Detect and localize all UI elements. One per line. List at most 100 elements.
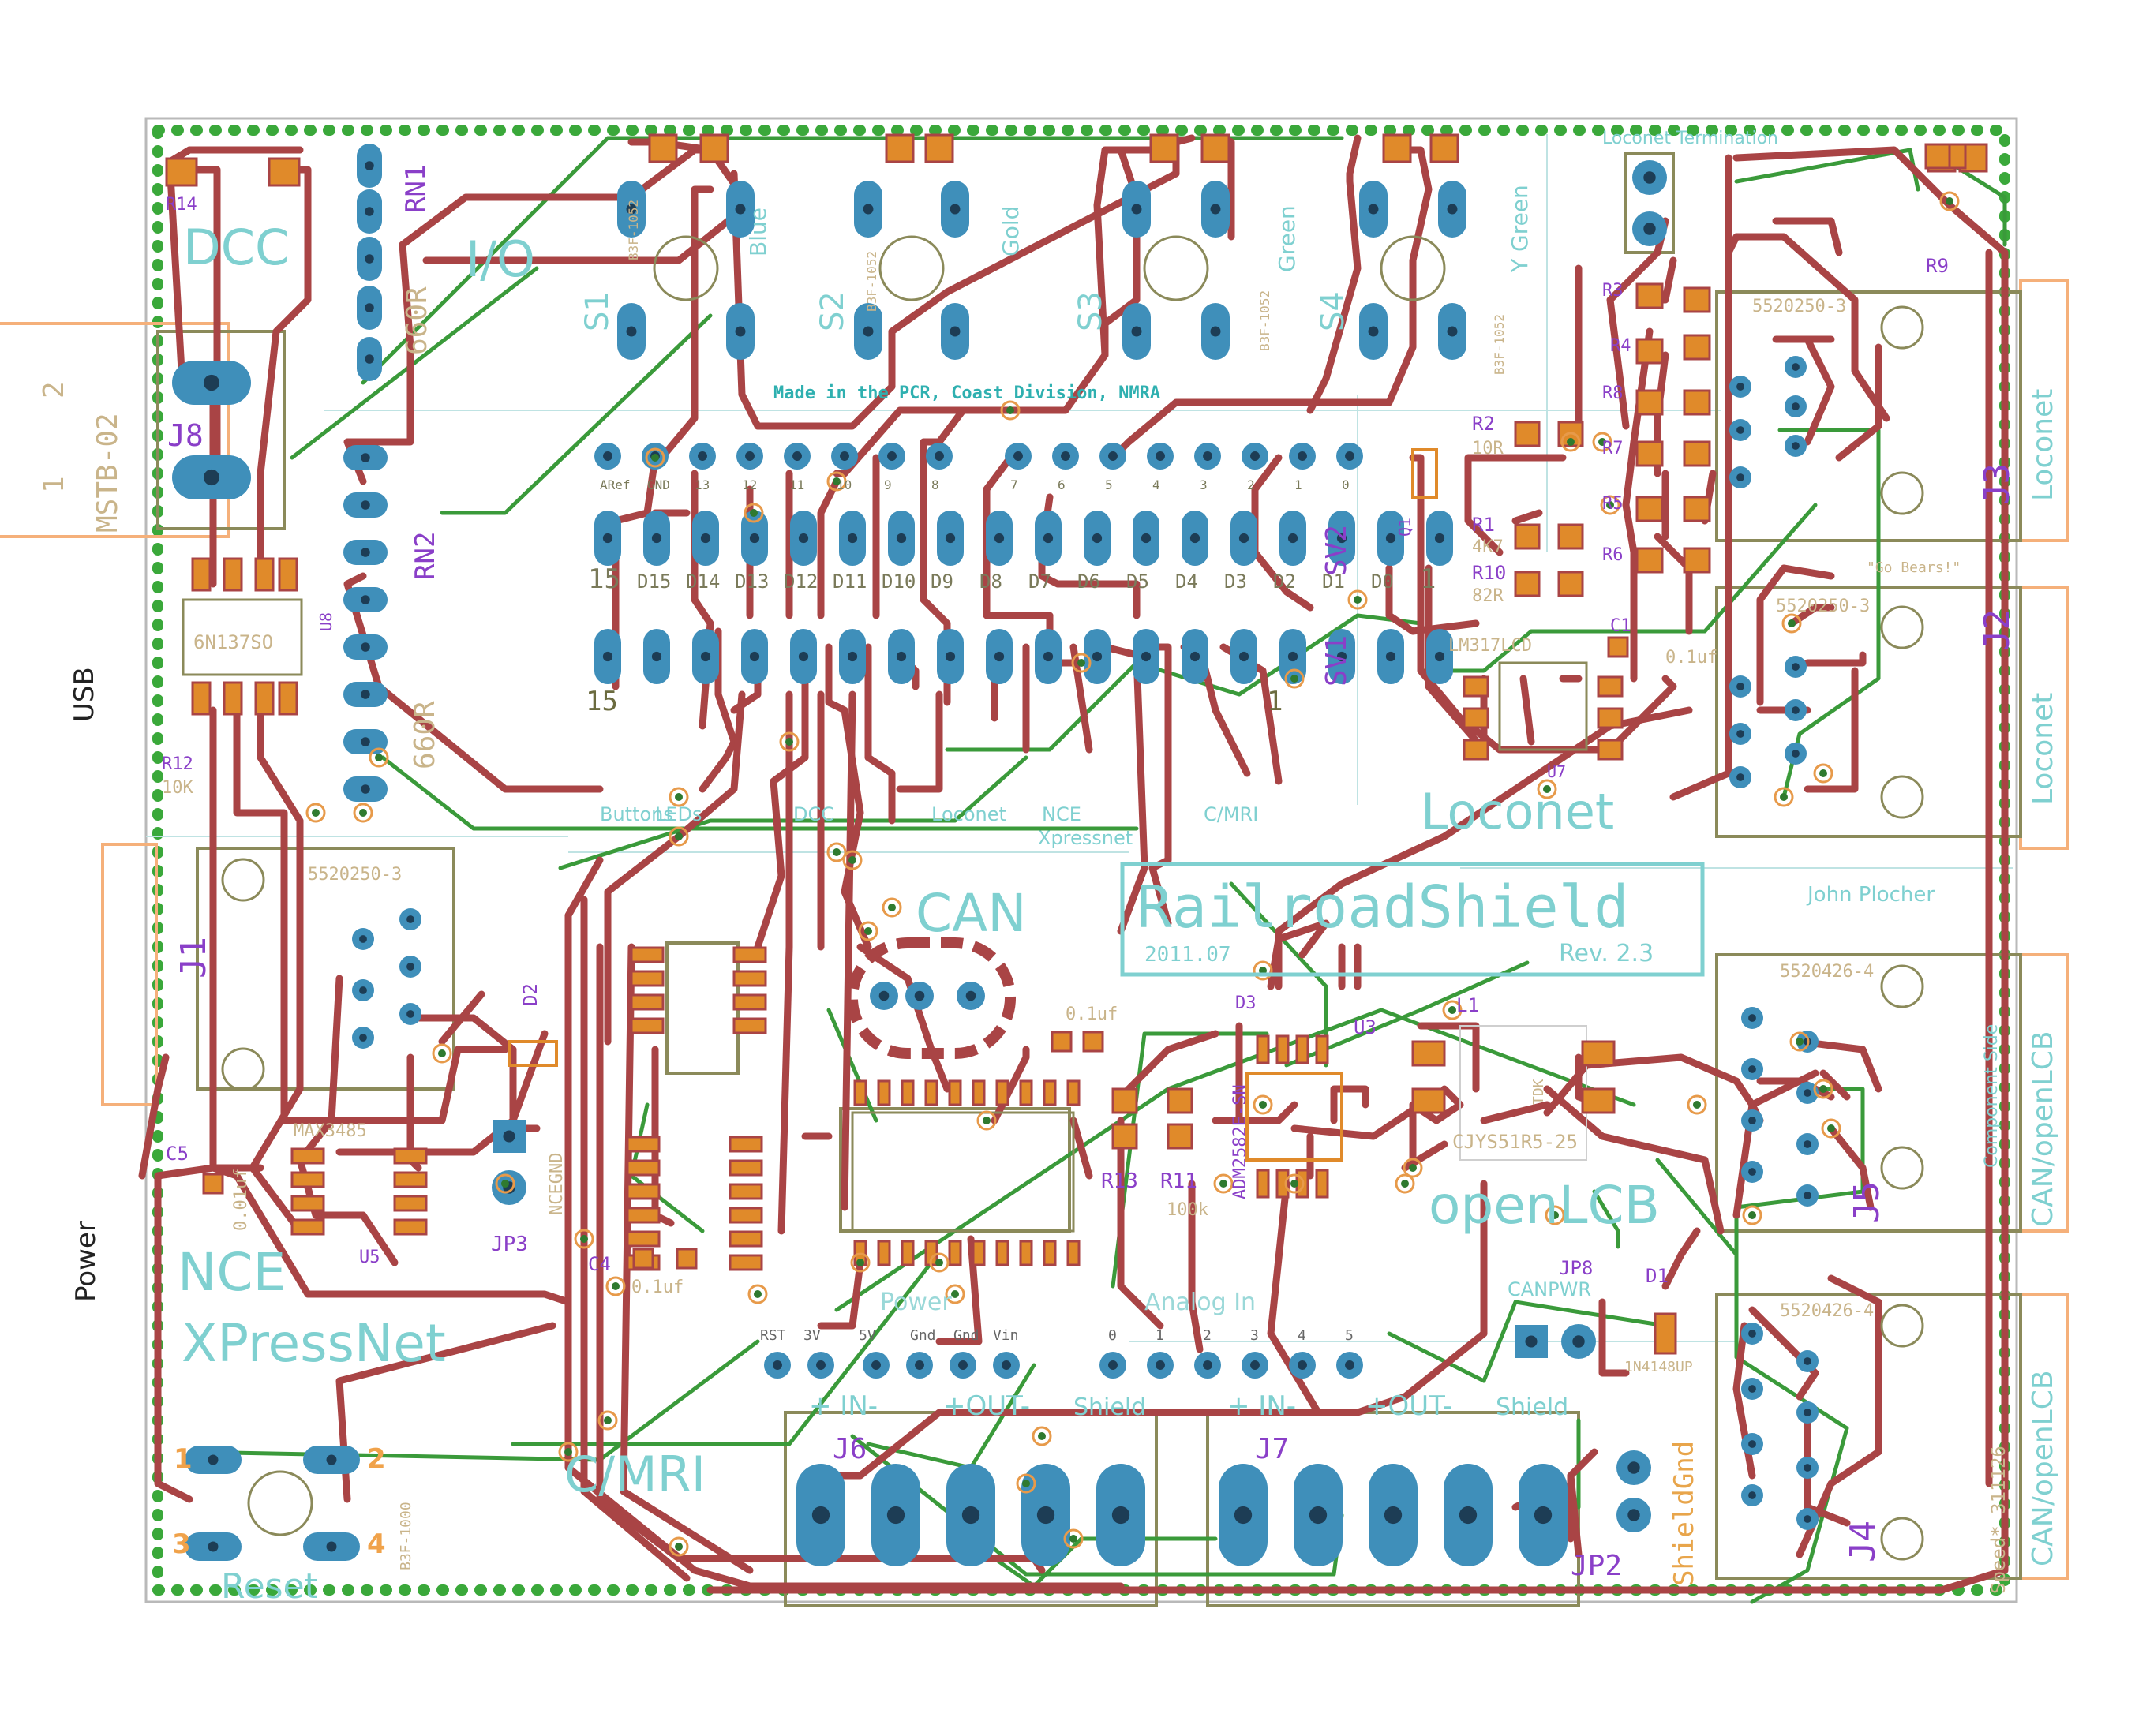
j3-pad-hole (1736, 426, 1744, 434)
j1-pad-hole (359, 1034, 367, 1042)
via (1789, 1031, 1810, 1052)
sv2-top-pad-hole (1061, 451, 1070, 461)
via (669, 1536, 689, 1557)
c4-name: C4 (588, 1253, 611, 1275)
j5-pad-hole (1804, 1192, 1811, 1199)
header-group-label: LEDs (655, 803, 702, 825)
mount-hole (1880, 605, 1924, 649)
reset-pad-hole (208, 1541, 219, 1552)
adm-pad (1256, 1034, 1270, 1064)
sv2-top-label: 7 (1010, 477, 1018, 492)
adm-pad (1275, 1169, 1290, 1199)
c1-pad (1607, 636, 1629, 658)
sv2-bottom-label: 1 (1420, 563, 1436, 595)
u8-name: U8 (317, 612, 335, 631)
mcp-pad (1066, 1240, 1081, 1266)
sv1-pad-hole (1336, 651, 1347, 662)
via (597, 1410, 618, 1431)
u5-part: MAX3485 (294, 1121, 367, 1141)
switch-pad-hole (950, 326, 961, 337)
header-group-label: NCE (1042, 803, 1081, 825)
sv1-pad-hole (700, 651, 711, 662)
sv2-top-label: 11 (789, 477, 804, 492)
resistor-pad (1149, 133, 1179, 163)
loconet-termination-label: Loconet Termination (1602, 129, 1778, 148)
pad-layer (172, 144, 1924, 1566)
reset-pad-hole (208, 1454, 219, 1465)
sv2-pad-hole (1238, 533, 1249, 544)
via-drill (1788, 619, 1796, 627)
j4-pad-hole (1748, 1440, 1756, 1448)
via (826, 842, 847, 862)
sv1-pad-hole (896, 651, 907, 662)
u2-pad (732, 970, 767, 987)
via (1032, 1426, 1052, 1446)
u4-pad (626, 1207, 661, 1224)
rn1-pad-hole (365, 161, 374, 170)
via (1071, 653, 1092, 673)
via (574, 1229, 594, 1249)
via-drill (675, 793, 683, 801)
l1-pad (1581, 1040, 1616, 1067)
d1-pad (1654, 1312, 1677, 1355)
bottom-traces (187, 136, 2007, 1604)
u8-pad (191, 557, 212, 592)
reset-pad-hole (326, 1541, 337, 1552)
top-traces (138, 134, 2009, 1594)
power-pad-hole (871, 1360, 881, 1370)
power-label: Power (70, 1221, 102, 1302)
r-chain-pad (1683, 389, 1711, 416)
rn1-pad-hole (365, 254, 374, 264)
crystal-pad-hole (914, 990, 925, 1001)
adm-body (1245, 1072, 1343, 1162)
via-drill (1543, 785, 1551, 793)
power-pin-label: RST (760, 1327, 786, 1344)
sv2-top-label: 8 (931, 477, 939, 492)
analog-pin-label: 3 (1250, 1327, 1259, 1344)
u8-pad (278, 557, 298, 592)
via-drill (864, 927, 872, 935)
sv1-pad-hole (749, 651, 760, 662)
analog-pad-hole (1345, 1360, 1354, 1370)
r11-name: R11 (1160, 1169, 1197, 1193)
analog-pad-hole (1250, 1360, 1260, 1370)
sv2-bottom-label: D13 (735, 571, 769, 593)
u8-pad (191, 681, 212, 716)
s4-color: Y Green (1507, 185, 1533, 273)
mcp-pad (901, 1240, 915, 1266)
via-drill (1780, 793, 1788, 801)
j6-in-label: + IN- (809, 1390, 878, 1422)
mcp-pad (901, 1079, 915, 1106)
j1-mount (221, 1047, 265, 1091)
power-pad-hole (915, 1360, 924, 1370)
sv2-pad-hole (945, 533, 956, 544)
via (1821, 1118, 1841, 1139)
j1-name: J1 (174, 937, 214, 978)
mount-hole (1880, 1304, 1924, 1348)
mount-hole (1880, 964, 1924, 1008)
power-pin-label: 3V (803, 1327, 821, 1344)
r13-name: R13 (1101, 1169, 1138, 1193)
via-drill (848, 856, 856, 864)
via-drill (1219, 1180, 1227, 1188)
s1-part: B3F-1052 (626, 200, 641, 260)
mcp-pad (948, 1240, 962, 1266)
j5-part: 5520426-4 (1780, 962, 1874, 982)
j2-pad-hole (1792, 663, 1800, 671)
via (369, 747, 389, 768)
u2-pad (630, 993, 665, 1011)
board-revision: Rev. 2.3 (1559, 940, 1654, 967)
j2-pad-hole (1736, 683, 1744, 690)
sv2-bottom-label: 15 (588, 563, 620, 595)
d3-name: D3 (1235, 993, 1257, 1013)
j5-name: J5 (1847, 1181, 1887, 1223)
j3-pad-hole (1736, 473, 1744, 481)
sv2-top-pad-hole (1203, 451, 1212, 461)
sv2-bottom-label: D2 (1273, 571, 1296, 593)
j3-pad-hole (1792, 442, 1800, 450)
mount-hole (1880, 775, 1924, 819)
mcp-pad (877, 1079, 891, 1106)
sv2-pad-hole (1141, 533, 1152, 544)
mount-hole (1880, 1146, 1924, 1190)
